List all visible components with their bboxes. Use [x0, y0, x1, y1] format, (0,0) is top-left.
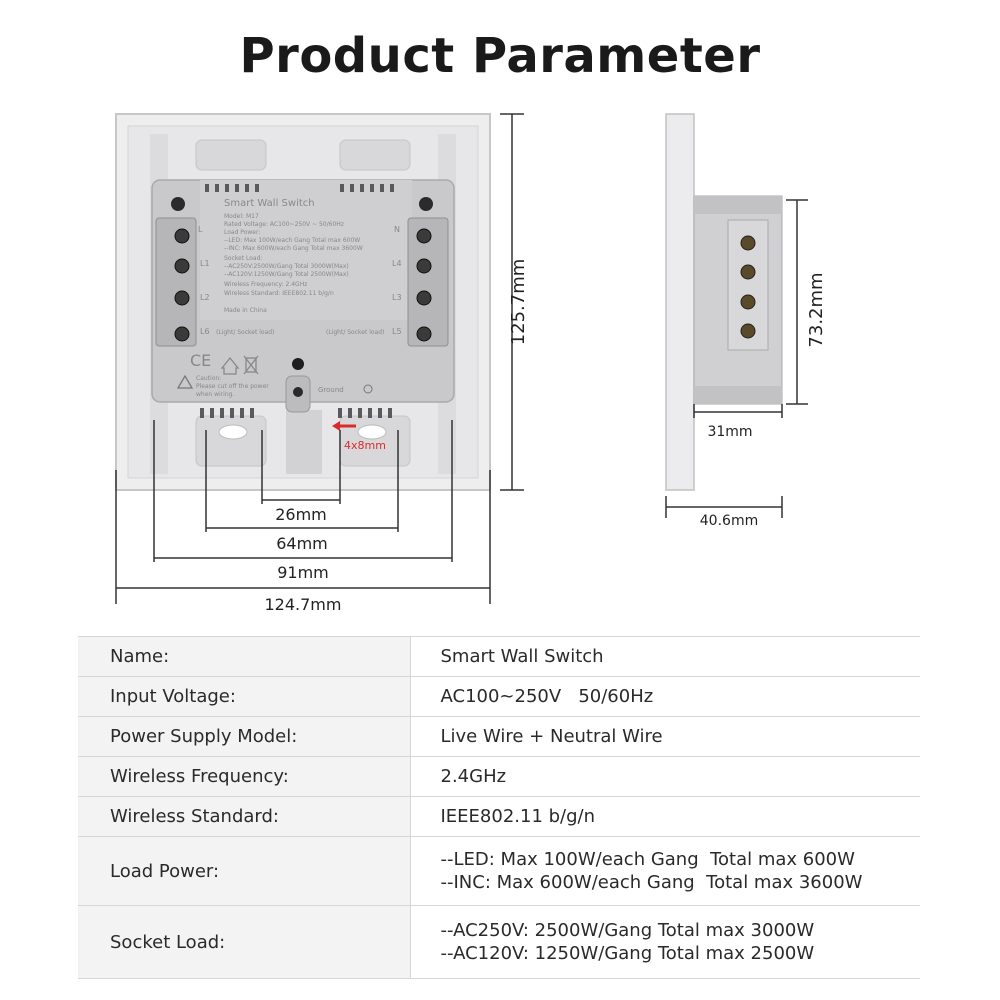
- caution-line: when wiring.: [196, 391, 234, 398]
- terminal-block-right: [407, 197, 449, 347]
- spec-value-line: --INC: Max 600W/each Gang Total max 3600…: [440, 872, 863, 893]
- spec-key: Wireless Standard:: [78, 796, 411, 837]
- terminal-label: L2: [200, 293, 210, 302]
- inc-label: --INC: Max 600W/each Gang Total max 3600…: [224, 245, 363, 252]
- spec-row-power-supply: Power Supply Model: Live Wire + Neutral …: [78, 716, 920, 757]
- screw-size-label: 4x8mm: [344, 439, 386, 452]
- spec-value: Live Wire + Neutral Wire: [410, 716, 920, 757]
- terminal-screw: [416, 326, 432, 342]
- spec-row-load-power: Load Power: --LED: Max 100W/each Gang To…: [78, 836, 920, 906]
- warning-icon: [176, 374, 194, 389]
- front-dimension-lines: [115, 113, 524, 604]
- spec-value: --AC250V: 2500W/Gang Total max 3000W --A…: [410, 905, 920, 979]
- terminal-screw: [174, 290, 190, 306]
- height-dimension-label: 125.7mm: [508, 259, 529, 346]
- terminal-screw: [416, 258, 432, 274]
- spec-value-line: --LED: Max 100W/each Gang Total max 600W: [440, 849, 855, 870]
- spec-key: Load Power:: [78, 836, 411, 906]
- load-power-label: Load Power:: [224, 229, 260, 236]
- spec-value: --LED: Max 100W/each Gang Total max 600W…: [410, 836, 920, 906]
- spec-table: Name: Smart Wall Switch Input Voltage: A…: [78, 636, 920, 979]
- terminal-label: L6: [200, 327, 210, 336]
- spec-row-wireless-frequency: Wireless Frequency: 2.4GHz: [78, 756, 920, 797]
- device-name-label: Smart Wall Switch: [224, 198, 315, 209]
- terminal-label: L4: [392, 259, 402, 268]
- caution-title: Caution:: [196, 375, 221, 382]
- dimension-64-label: 64mm: [276, 534, 328, 553]
- home-icon: [220, 356, 240, 375]
- terminal-screw: [416, 290, 432, 306]
- rated-voltage-label: Rated Voltage: AC100~250V ~ 50/60Hz: [224, 221, 344, 228]
- terminal-label: L1: [200, 259, 210, 268]
- terminal-screw: [174, 258, 190, 274]
- caution-line: Please cut off the power: [196, 383, 269, 390]
- spec-row-wireless-standard: Wireless Standard: IEEE802.11 b/g/n: [78, 796, 920, 837]
- dimension-124-label: 124.7mm: [265, 595, 342, 614]
- terminal-label: N: [394, 225, 400, 234]
- socket-load-label: Socket Load:: [224, 255, 262, 262]
- depth-dimension-label: 31mm: [707, 424, 752, 440]
- side-terminal-screws: [740, 235, 756, 339]
- total-depth-label: 40.6mm: [700, 513, 758, 529]
- recycle-bin-icon: [243, 355, 259, 375]
- front-view: L L1 L2 L6 N L4 L3 L5 Smart Wall Switch …: [115, 113, 491, 491]
- ac120-label: --AC120V:1250W/Gang Total 2500W(Max): [224, 271, 349, 278]
- terminal-screw: [174, 228, 190, 244]
- made-in-label: Made in China: [224, 307, 267, 314]
- spec-key: Wireless Frequency:: [78, 756, 411, 797]
- spec-row-socket-load: Socket Load: --AC250V: 2500W/Gang Total …: [78, 905, 920, 979]
- spec-key: Socket Load:: [78, 905, 411, 979]
- page-title: Product Parameter: [239, 28, 761, 84]
- side-dimension-lines: [665, 199, 808, 518]
- wireless-frequency-label: Wireless Frequency: 2.4GHz: [224, 281, 307, 288]
- side-height-label: 73.2mm: [806, 272, 827, 347]
- terminal-block-left: [155, 197, 197, 347]
- light-socket-left-label: (Light/ Socket load): [216, 329, 274, 336]
- spec-key: Input Voltage:: [78, 676, 411, 717]
- spec-value: IEEE802.11 b/g/n: [410, 796, 920, 837]
- light-socket-right-label: (Light/ Socket load): [326, 329, 384, 336]
- model-label: Model: M17: [224, 213, 259, 220]
- spec-key: Name:: [78, 636, 411, 677]
- spec-key: Power Supply Model:: [78, 716, 411, 757]
- terminal-label: L3: [392, 293, 402, 302]
- terminal-label: L: [198, 225, 203, 234]
- ac250-label: --AC250V:2500W/Gang Total 3000W(Max): [224, 263, 349, 270]
- spec-row-input-voltage: Input Voltage: AC100~250V 50/60Hz: [78, 676, 920, 717]
- terminal-screw: [174, 326, 190, 342]
- spec-value-line: --AC250V: 2500W/Gang Total max 3000W: [440, 920, 815, 941]
- spec-row-name: Name: Smart Wall Switch: [78, 636, 920, 677]
- certification-mark: CE: [190, 351, 211, 370]
- spec-value: 2.4GHz: [410, 756, 920, 797]
- ground-label: Ground: [318, 386, 344, 394]
- ground-icon: [363, 384, 373, 394]
- led-label: --LED: Max 100W/each Gang Total max 600W: [224, 237, 360, 244]
- spec-value: Smart Wall Switch: [410, 636, 920, 677]
- dimension-26-label: 26mm: [275, 505, 327, 524]
- product-diagram: L L1 L2 L6 N L4 L3 L5 Smart Wall Switch …: [115, 113, 827, 614]
- side-plate: [665, 113, 695, 491]
- side-view: [665, 113, 783, 491]
- terminal-label: L5: [392, 327, 402, 336]
- wireless-standard-label: Wireless Standard: IEEE802.11 b/g/n: [224, 290, 334, 297]
- spec-value: AC100~250V 50/60Hz: [410, 676, 920, 717]
- dimension-91-label: 91mm: [277, 563, 329, 582]
- spec-value-line: --AC120V: 1250W/Gang Total max 2500W: [440, 943, 815, 964]
- terminal-screw: [416, 228, 432, 244]
